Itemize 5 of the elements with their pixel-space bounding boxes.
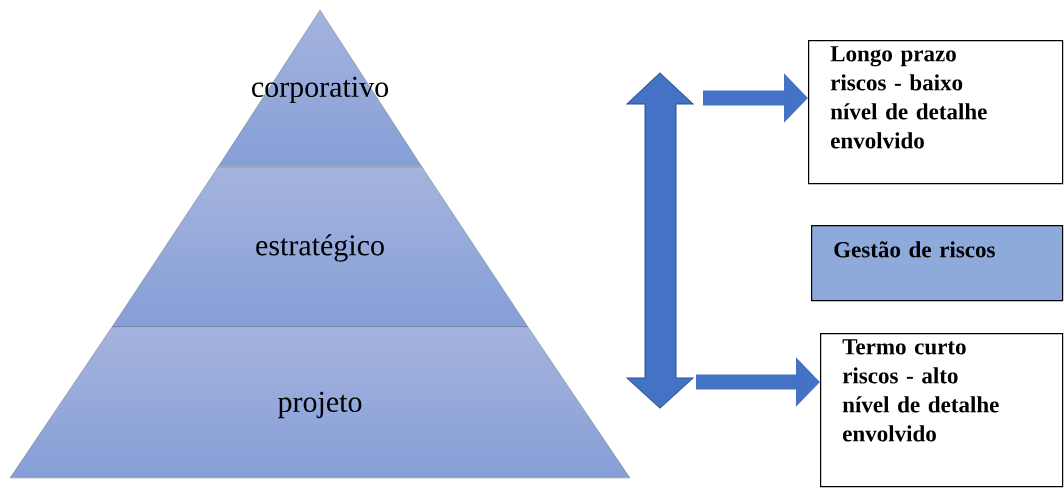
pyramid-level: projeto — [9, 326, 631, 479]
pyramid-level: corporativo — [217, 9, 423, 168]
text-box: Longo prazo riscos - baixo nível de detalhe envolvido — [808, 40, 1064, 185]
text-box: Termo curto riscos - alto nível de detalhe envolvido — [820, 333, 1064, 488]
text-box: Gestão de riscos — [811, 225, 1064, 302]
